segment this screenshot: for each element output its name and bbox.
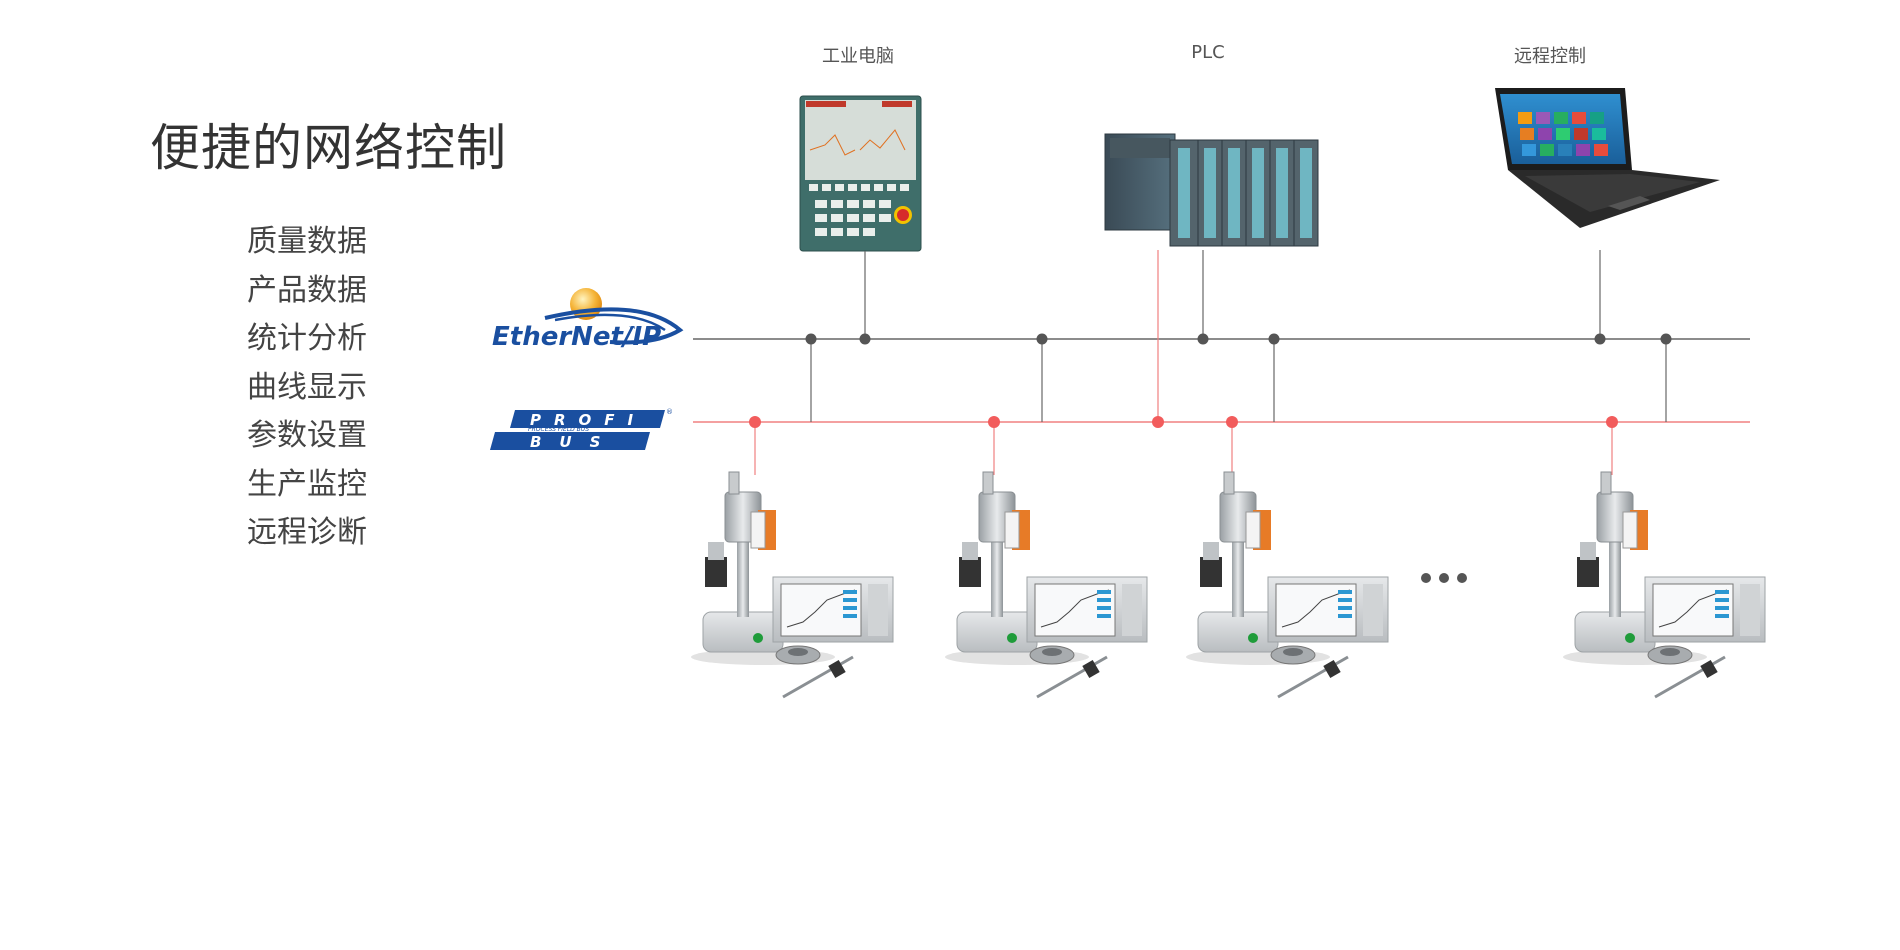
- feature-item: 参数设置: [247, 418, 367, 453]
- feature-item: 曲线显示: [247, 369, 367, 405]
- feature-list: 质量数据 产品数据 统计分析 曲线显示 参数设置 生产监控 远程诊断: [247, 218, 367, 558]
- feature-item: 统计分析: [247, 321, 367, 356]
- press-station-2: [943, 470, 1149, 699]
- page-title: 便捷的网络控制: [150, 119, 507, 177]
- press-station-4: [1561, 470, 1767, 699]
- plc-label: PLC: [1191, 42, 1225, 63]
- feature-item: 生产监控: [247, 466, 367, 502]
- profibus-nodes: [749, 416, 1618, 428]
- profibus-top-text: PROFI: [530, 411, 646, 429]
- laptop-device: [1495, 88, 1720, 228]
- press-station-1: [689, 470, 895, 699]
- ethernet-tm: ™: [628, 326, 637, 336]
- profibus-tagline: PROCESS FIELD BUS: [528, 426, 589, 433]
- remote-control-label: 远程控制: [1514, 46, 1586, 67]
- ethernet-ip-logo: EtherNet/IP ™: [492, 288, 684, 352]
- profibus-bottom-text: BUS: [530, 433, 618, 451]
- plc-device: [1104, 133, 1319, 247]
- industrial-pc: [799, 95, 922, 252]
- ethernet-logo-text: EtherNet/IP: [492, 322, 661, 352]
- feature-item: 质量数据: [247, 224, 367, 259]
- profibus-logo: PROFI BUS PROCESS FIELD BUS ®: [490, 408, 673, 451]
- feature-item: 产品数据: [247, 272, 367, 308]
- ethernet-nodes: [805, 333, 1672, 345]
- ipc-label: 工业电脑: [822, 46, 894, 67]
- profibus-reg: ®: [666, 408, 673, 416]
- feature-item: 远程诊断: [247, 515, 367, 550]
- press-station-3: [1184, 470, 1390, 699]
- more-stations-ellipsis: [1421, 573, 1467, 583]
